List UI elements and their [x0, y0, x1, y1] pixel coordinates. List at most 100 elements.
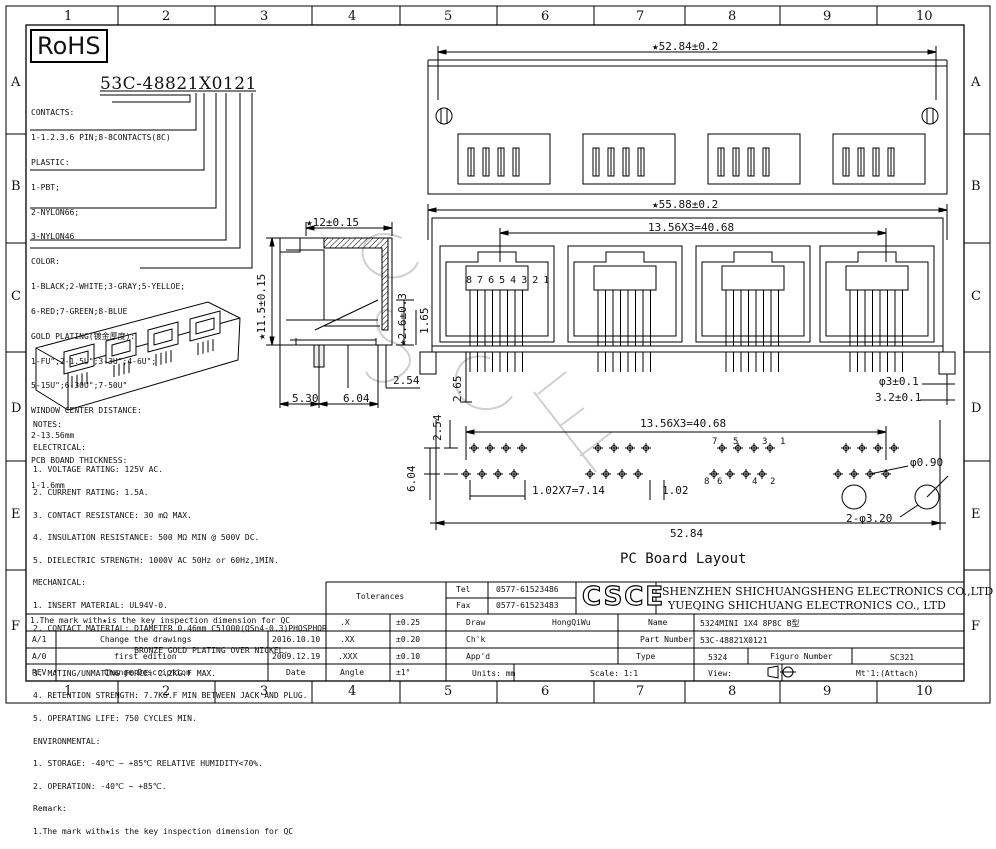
rev-header-desc: Change Description [104, 668, 191, 677]
material-label: Mt'1:(Attach) [856, 669, 919, 678]
rev-a0-desc: first edition [114, 652, 177, 661]
note-line: 2. CURRENT RATING: 1.5A. [33, 488, 149, 498]
dim-side-604: 6.04 [343, 392, 370, 405]
note-line: ELECTRICAL: [33, 442, 86, 452]
note-line: Remark: [33, 804, 67, 814]
zone-ticks [6, 6, 990, 703]
top-view [427, 46, 948, 195]
note-line: BRONZE GOLD PLATING OVER NICKEL. [33, 646, 289, 656]
tol-val-xxx: ±0.10 [396, 652, 421, 661]
side-view [266, 222, 420, 408]
note-line: 1. VOLTAGE RATING: 125V AC. [33, 465, 164, 475]
ordering-line: 5-15U";6-30U";7-50U" [31, 381, 128, 391]
zone-row-c-right: C [971, 289, 981, 304]
dim-front-265: 2.65 [451, 375, 464, 403]
zone-row-b-right: B [971, 179, 981, 194]
top-view-jack [707, 133, 801, 185]
dim-front-pitch: 13.56X3=40.68 [648, 221, 735, 234]
note-line: MECHANICAL: [33, 578, 86, 588]
ordering-line: 1-FU";2-1.5U";3-3U";4-6U"; [31, 356, 157, 366]
pcb-pin-4: 4 [752, 477, 758, 487]
zone-col-1-top: 1 [64, 9, 73, 24]
fax-value: 0577-61523483 [496, 601, 559, 610]
fax-label: Fax [456, 601, 471, 610]
zone-row-e-right: E [971, 507, 981, 522]
front-view-port [567, 245, 683, 372]
note-line: 2. OPERATION: -40℃ ~ +85℃. [33, 781, 167, 791]
rev-a1-desc: Change the drawings [100, 635, 192, 644]
pcb-pin-2: 2 [770, 477, 776, 487]
zone-col-4-top: 4 [348, 9, 357, 24]
dim-top-width: ★52.84±0.2 [652, 40, 719, 53]
rev-a0-date: 2009.12.19 [272, 652, 321, 661]
ordering-line: 1-BLACK;2-WHITE;3-GRAY;5-YELLOE; [31, 282, 186, 292]
pin-numbers: 8 7 6 5 4 3 2 1 [466, 275, 549, 286]
zone-col-2-bottom: 2 [162, 684, 171, 699]
front-view-port [819, 245, 935, 372]
zone-col-8-top: 8 [728, 9, 737, 24]
approved-label: App'd [466, 652, 491, 661]
ordering-line: COLOR: [31, 257, 60, 267]
tol-dec-xxx: .XXX [338, 652, 358, 661]
zone-row-a-left: A [11, 75, 21, 90]
zone-col-1-bottom: 1 [64, 684, 73, 699]
zone-col-10-bottom: 10 [916, 684, 933, 699]
draw-value: HongQiWu [552, 618, 591, 627]
note-line: NOTES: [33, 420, 62, 430]
dim-pcb-254: 2.54 [431, 414, 444, 442]
dim-front-phi3: φ3±0.1 [879, 375, 919, 388]
tel-value: 0577-61523486 [496, 585, 559, 594]
drawing-sheet: 1 2 3 4 5 6 7 8 9 10 1 2 3 4 5 6 7 8 9 1… [5, 5, 994, 836]
watermark-csce [361, 232, 613, 473]
part-code-leaders [30, 90, 256, 269]
iso-port [189, 310, 221, 355]
draw-label: Draw [466, 618, 486, 627]
dim-front-32: 3.2±0.1 [875, 391, 922, 404]
dim-front-width: ★55.88±0.2 [652, 198, 719, 211]
rev-header: REV [32, 668, 47, 677]
zone-row-d-left: D [11, 401, 22, 416]
title-block [26, 581, 964, 681]
pcb-layout-title: PC Board Layout [620, 551, 747, 567]
note-line: ENVIRONMENTAL: [33, 736, 101, 746]
company-name-2: YUEQING SHICHUANG ELECTRONICS CO., LTD [668, 599, 946, 612]
zone-row-b-left: B [11, 179, 21, 194]
isometric-view [35, 301, 241, 411]
note-line: 1. INSERT MATERIAL: UL94V-0. [33, 601, 168, 611]
ordering-line: 3-NYLON46 [31, 232, 75, 242]
pcb-pin-7: 7 [712, 437, 718, 447]
zone-col-6-top: 6 [541, 9, 550, 24]
note-line: 3. MATING/UNMATING FORCE: 2.2KG.F MAX. [33, 668, 217, 678]
figure-number-value: SC321 [890, 653, 915, 662]
pcb-layout [424, 420, 949, 530]
ordering-line: 2-NYLON66; [31, 207, 80, 217]
company-logo: CSCE [581, 582, 666, 612]
note-line: 1. STORAGE: -40℃ ~ +85℃ RELATIVE HUMIDIT… [33, 759, 263, 769]
rev-a1-date: 2016.10.10 [272, 635, 321, 644]
note-line: 1.The mark with★is the key inspection di… [33, 826, 294, 836]
notes-block: NOTES: ELECTRICAL: 1. VOLTAGE RATING: 12… [33, 408, 327, 849]
tol-dec-xx: .XX [340, 635, 355, 644]
ordering-line: PCB BOAND THICKNESS: [31, 455, 128, 465]
dim-side-width: ★12±0.15 [306, 216, 359, 229]
check-label: Ch'k [466, 635, 486, 644]
note-line: 2. CONTACT MATERIAL: DIAMETER 0.46mm C51… [33, 623, 327, 633]
zone-row-d-right: D [971, 401, 982, 416]
ordering-line: GOLD PLATING(镀金厚度): [31, 331, 136, 341]
dim-pcb-604: 6.04 [405, 465, 418, 493]
pcb-footprint [833, 443, 899, 479]
dim-pcb-holes: 2-φ3.20 [846, 512, 893, 525]
zone-col-8-bottom: 8 [728, 684, 737, 699]
view-label: View: [708, 669, 733, 678]
iso-port [63, 343, 95, 388]
zone-col-5-bottom: 5 [444, 684, 453, 699]
ordering-line: CONTACTS: [31, 108, 75, 118]
dim-side-530: 5.30 [292, 392, 319, 405]
zone-col-2-top: 2 [162, 9, 171, 24]
zone-col-3-bottom: 3 [260, 684, 269, 699]
company-name-1: SHENZHEN SHICHUANGSHENG ELECTRONICS CO.,… [662, 585, 994, 598]
inner-frame [25, 24, 965, 682]
front-view [419, 204, 956, 405]
pcb-footprint [709, 443, 775, 479]
tol-angle: Angle [340, 668, 365, 677]
